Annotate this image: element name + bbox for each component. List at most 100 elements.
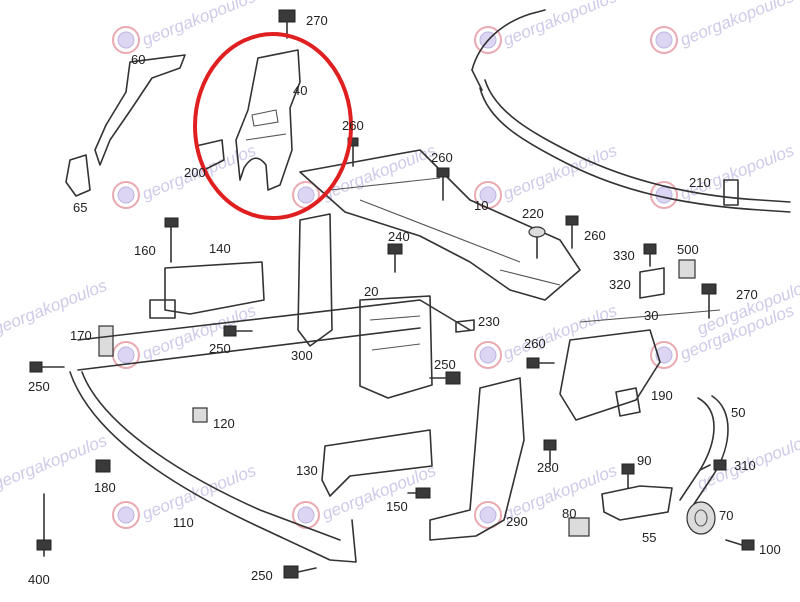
- bolt-280-icon: [543, 439, 557, 465]
- part-170-sleeve: [98, 325, 114, 357]
- part-140-bracket: [164, 261, 265, 315]
- callout-310: 310: [734, 458, 756, 473]
- callout-180: 180: [94, 480, 116, 495]
- callout-290: 290: [506, 514, 528, 529]
- highlight-ellipse: [193, 32, 353, 220]
- callout-200: 200: [184, 165, 206, 180]
- watermark-text: georgakopoulos: [0, 276, 110, 339]
- callout-220: 220: [522, 206, 544, 221]
- callout-240: 240: [388, 229, 410, 244]
- part-230-clip: [455, 319, 475, 333]
- bolt-310-icon: [699, 459, 727, 471]
- callout-300: 300: [291, 348, 313, 363]
- bolt-250-icon: [429, 371, 461, 385]
- callout-90: 90: [637, 453, 651, 468]
- callout-250: 250: [28, 379, 50, 394]
- bolt-260-icon: [565, 215, 579, 249]
- part-60-bracket: [94, 54, 186, 166]
- part-210-frame: [471, 13, 791, 213]
- bolt-100-icon: [725, 539, 755, 551]
- part-20-detail: [369, 315, 421, 351]
- georgakopoulos-logo-icon: [650, 26, 678, 54]
- part-220-cap: [528, 226, 546, 259]
- callout-230: 230: [478, 314, 500, 329]
- callout-250: 250: [434, 357, 456, 372]
- callout-110: 110: [173, 515, 194, 530]
- part-80-bushing: [568, 517, 590, 537]
- part-290-bracket: [429, 377, 525, 541]
- bolt-250-icon: [223, 325, 253, 337]
- callout-190: 190: [651, 388, 673, 403]
- callout-270: 270: [736, 287, 758, 302]
- part-210-frame-inner: [471, 9, 546, 91]
- callout-40: 40: [293, 83, 307, 98]
- watermark-text: georgakopoulos: [500, 141, 620, 204]
- part-10-crossmember: [299, 149, 581, 301]
- callout-65: 65: [73, 200, 87, 215]
- callout-80: 80: [562, 506, 576, 521]
- part-140-tube: [149, 299, 176, 319]
- part-65-plate: [65, 154, 91, 197]
- callout-70: 70: [719, 508, 733, 523]
- part-50-arm: [679, 395, 729, 505]
- callout-260: 260: [584, 228, 606, 243]
- bolt-90-icon: [621, 463, 635, 489]
- watermark-text: georgakopoulos: [139, 301, 259, 364]
- part-70-bushing: [686, 501, 716, 535]
- callout-260: 260: [431, 150, 453, 165]
- callout-20: 20: [364, 284, 378, 299]
- callout-260: 260: [342, 118, 364, 133]
- fasteners: [29, 137, 755, 579]
- part-40-detail: [245, 109, 287, 141]
- part-110-beam: [69, 299, 471, 563]
- callout-270: 270: [306, 13, 328, 28]
- callout-210: 210: [689, 175, 711, 190]
- callout-50: 50: [731, 405, 745, 420]
- georgakopoulos-logo-icon: [650, 181, 678, 209]
- callout-280: 280: [537, 460, 559, 475]
- part-190-clip: [615, 387, 641, 417]
- callout-500: 500: [677, 242, 699, 257]
- georgakopoulos-logo-icon: [650, 341, 678, 369]
- callout-labels: 270 60 40 260 200 65 260 10 210 220 260 …: [28, 13, 781, 587]
- bolt-150-icon: [407, 487, 431, 499]
- stud-400-icon: [36, 493, 52, 557]
- callout-60: 60: [131, 52, 145, 67]
- callout-330: 330: [613, 248, 635, 263]
- bolt-260-icon: [436, 167, 450, 201]
- bolt-330-icon: [643, 243, 657, 267]
- callout-400: 400: [28, 572, 50, 587]
- callout-55: 55: [642, 530, 656, 545]
- bolt-240-icon: [387, 243, 403, 273]
- callout-140: 140: [209, 241, 231, 256]
- callout-250: 250: [209, 341, 231, 356]
- watermark-text: georgakopoulos: [500, 0, 620, 50]
- callout-100: 100: [759, 542, 781, 557]
- georgakopoulos-logo-icon: [474, 341, 502, 369]
- watermark-text: georgakopoulos: [677, 0, 797, 50]
- part-30-bracket: [559, 329, 661, 421]
- bolt-270-icon: [701, 283, 717, 319]
- callout-30: 30: [644, 308, 658, 323]
- callout-170: 170: [70, 328, 92, 343]
- callout-250: 250: [251, 568, 273, 583]
- part-30-arm: [579, 309, 721, 323]
- georgakopoulos-logo-icon: [112, 501, 140, 529]
- callout-120: 120: [213, 416, 235, 431]
- bolt-260-icon: [526, 357, 555, 369]
- part-10-detail: [329, 177, 561, 286]
- bolt-250-icon: [283, 565, 317, 579]
- georgakopoulos-logo-icon: [112, 181, 140, 209]
- part-20-housing: [359, 295, 433, 399]
- georgakopoulos-logo-icon: [112, 26, 140, 54]
- part-40-bracket: [235, 49, 301, 191]
- clip-120-icon: [192, 407, 208, 423]
- callout-260: 260: [524, 336, 546, 351]
- callout-10: 10: [474, 198, 488, 213]
- part-320-clip: [639, 267, 665, 299]
- georgakopoulos-logo-icon: [474, 501, 502, 529]
- bolt-160-icon: [164, 217, 179, 263]
- watermark-text: georgakopoulos: [500, 301, 620, 364]
